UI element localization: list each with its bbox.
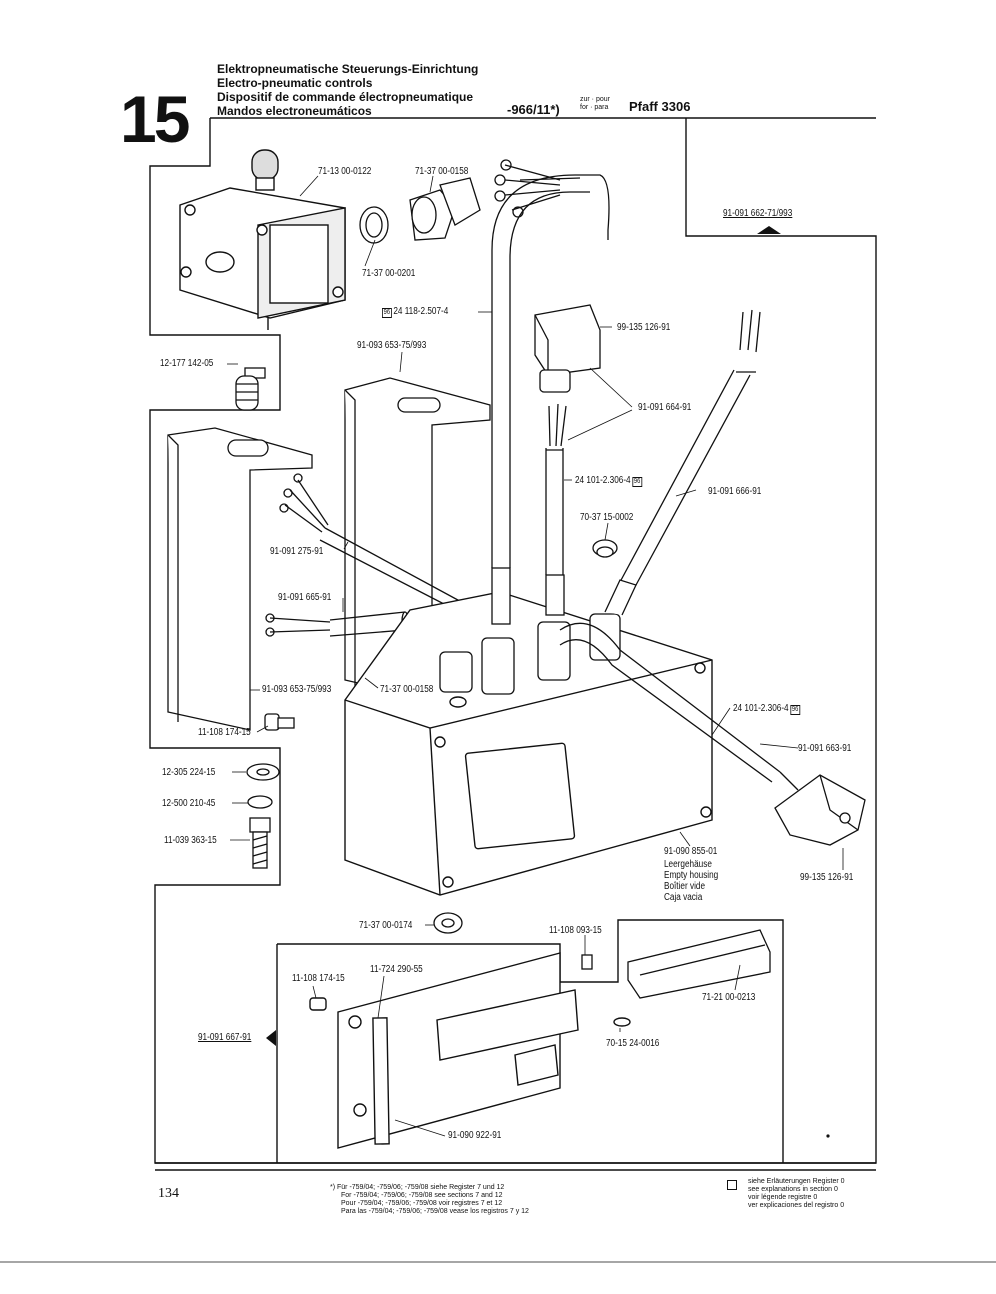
arrow-up-icon	[757, 226, 781, 234]
part-label: 91-091 664-91	[638, 402, 692, 413]
part-label: 71-21 00-0213	[702, 992, 756, 1003]
part-label: 12-500 210-45	[162, 798, 216, 809]
part-label: 71-13 00-0122	[318, 166, 372, 177]
title-fr: Dispositif de commande électropneumatiqu…	[217, 90, 474, 104]
part-label: 11-108 174-15	[292, 973, 345, 984]
badge-icon: 96	[382, 308, 392, 318]
cable-top	[491, 159, 610, 568]
title-es: Mandos electroneumáticos	[217, 104, 372, 118]
pcb	[309, 952, 631, 1149]
part-label: 99-135 126-91	[617, 322, 671, 333]
part-label: 11-108 093-15	[549, 925, 602, 936]
cable-right	[559, 622, 799, 791]
part-label: 12-177 142-05	[160, 358, 214, 369]
wire-666	[619, 309, 761, 586]
legend-box-icon	[727, 1180, 737, 1190]
part-label: 91-090 855-01	[664, 846, 718, 857]
part-ref-link[interactable]: 91-091 667-91	[198, 1032, 252, 1043]
title-de: Elektropneumatische Steuerungs-Einrichtu…	[217, 62, 479, 76]
hardware-left	[235, 367, 295, 869]
title-en: Electro-pneumatic controls	[217, 76, 373, 90]
plug-connector	[534, 304, 601, 393]
page-number: 134	[158, 1186, 179, 1201]
part-label: 91-093 653-75/993	[262, 684, 332, 695]
header-zur-pour: zur · pour for · para	[580, 96, 610, 111]
legend-note: siehe Erläuterungen Register 0 see expla…	[748, 1178, 845, 1209]
nut	[433, 912, 463, 934]
header-model: Pfaff 3306	[629, 99, 691, 114]
part-label: 71-37 00-0158	[380, 684, 434, 695]
part-label: 70-37 15-0002	[580, 512, 634, 523]
footnote: *) Für -759/04; -759/06; -759/08 siehe R…	[330, 1184, 529, 1215]
part-label: 91-091 666-91	[708, 486, 762, 497]
part-label: 91-090 922-91	[448, 1130, 502, 1141]
part-ref-link[interactable]: 91-091 662-71/993	[723, 208, 793, 219]
header-code: -966/11*)	[507, 102, 560, 117]
part-label: 91-091 275-91	[270, 546, 324, 557]
part-label: 11-108 174-15	[198, 727, 251, 738]
arrow-left-icon	[266, 1030, 276, 1046]
bracket-back	[344, 377, 491, 701]
limit-switch	[179, 149, 346, 330]
blanking-plug	[592, 539, 618, 558]
cable-mid	[545, 403, 567, 575]
part-label: 71-37 00-0201	[362, 268, 416, 279]
badge-icon: 96	[632, 477, 642, 487]
part-label: 91-091 663-91	[798, 743, 852, 754]
leaders	[227, 175, 844, 1137]
part-label: 91-093 653-75/993	[357, 340, 427, 351]
part-label: 12-305 224-15	[162, 767, 216, 778]
housing	[344, 591, 713, 896]
part-label: 11-724 290-55	[370, 964, 423, 975]
terminal-strip-upper	[581, 929, 771, 999]
part-label: 71-37 00-0174	[359, 920, 413, 931]
plug-right	[774, 774, 866, 846]
housing-desc: Leergehäuse Empty housing Boîtier vide C…	[664, 859, 719, 903]
part-label: 70-15 24-0016	[606, 1038, 660, 1049]
part-label: 11-039 363-15	[164, 835, 217, 846]
part-label: 91-091 665-91	[278, 592, 332, 603]
part-label: 99-135 126-91	[800, 872, 854, 883]
cable-glands-top	[359, 177, 481, 244]
diagram-frame	[149, 118, 877, 1164]
pcb-frame	[277, 919, 784, 1163]
part-label: 71-37 00-0158	[415, 166, 469, 177]
bracket-front	[167, 427, 313, 731]
badge-icon: 96	[790, 705, 800, 715]
section-number: 15	[120, 82, 190, 156]
